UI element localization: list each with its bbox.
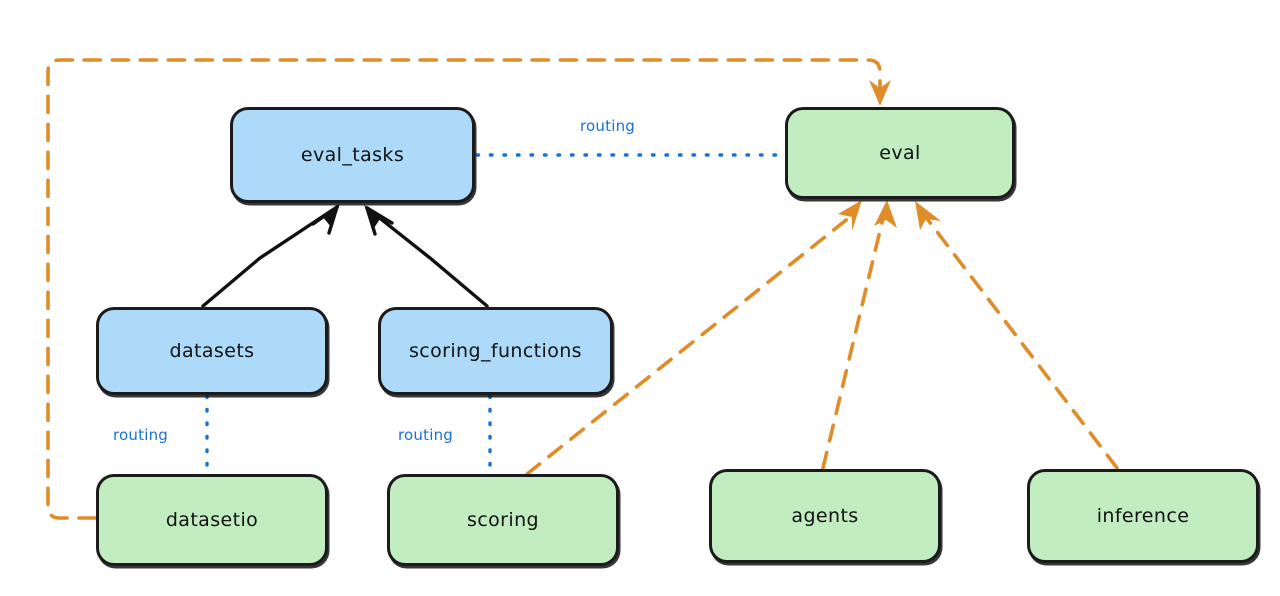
node-label: scoring [467,508,539,531]
edge-label-routing-scoring-functions-scoring: routing [398,426,453,444]
node-label: eval_tasks [300,143,405,166]
node-label: scoring_functions [409,339,582,362]
edge-inference-to-eval [915,201,1119,470]
edge-label-routing-eval-tasks-eval: routing [580,117,635,135]
node-label: datasetio [165,508,259,531]
edge-datasets-to-eval_tasks [201,204,340,308]
node-eval[interactable]: eval [785,107,1015,199]
edge-agents-to-eval [821,200,897,470]
edge-scoring_functions-to-eval_tasks [364,205,489,308]
node-scoring-functions[interactable]: scoring_functions [378,307,613,395]
node-inference[interactable]: inference [1027,469,1259,563]
node-label: agents [791,504,859,527]
node-label: inference [1096,504,1190,527]
node-label: datasets [169,339,255,362]
node-scoring[interactable]: scoring [387,474,619,566]
node-label: eval [879,141,921,164]
node-eval-tasks[interactable]: eval_tasks [230,107,475,203]
edge-label-routing-datasets-datasetio: routing [113,426,168,444]
node-agents[interactable]: agents [709,469,941,563]
node-datasets[interactable]: datasets [96,307,328,395]
node-datasetio[interactable]: datasetio [96,474,328,566]
